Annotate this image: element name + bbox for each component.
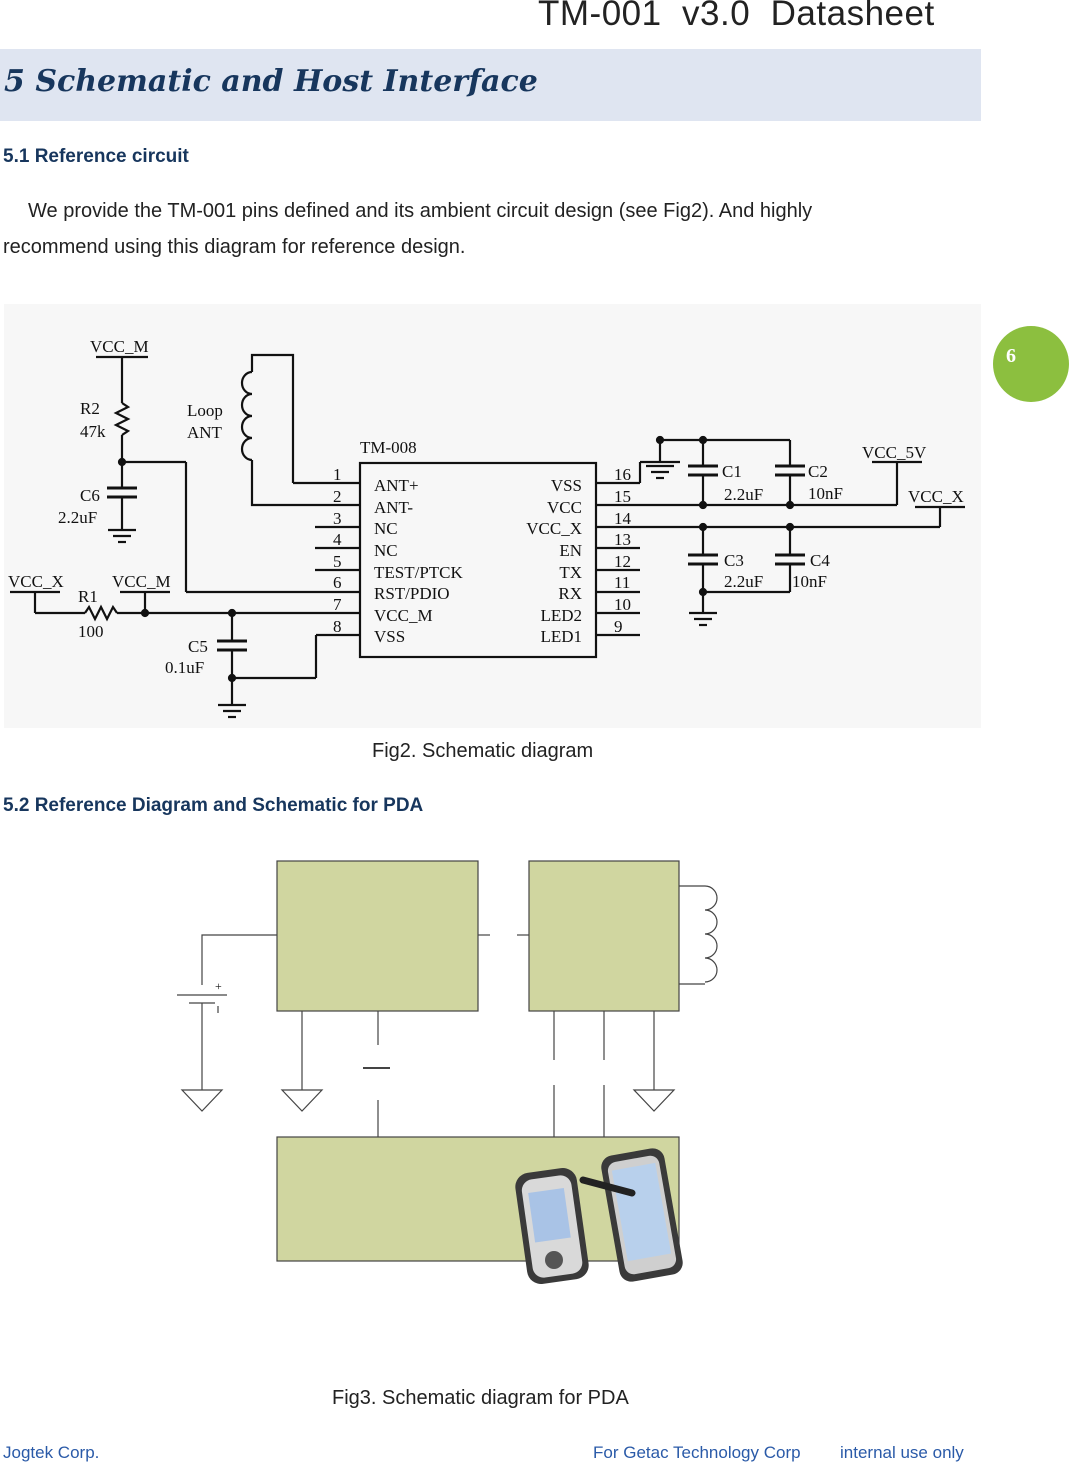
pin-name: NC — [374, 519, 398, 538]
pin-number: 15 — [614, 487, 631, 506]
footer-company: Jogtek Corp. — [3, 1443, 100, 1462]
pin-name: VSS — [374, 627, 405, 646]
pin-number: 12 — [614, 552, 631, 571]
pin-name: VSS — [551, 476, 582, 495]
stylus-icon — [579, 1176, 636, 1197]
chip-right-pins: 16 VSS 15 VCC 14 VCC_X 13 EN 12 TX 11 RX… — [526, 465, 631, 646]
pin-number: 3 — [333, 509, 342, 528]
pin-name: ANT- — [374, 498, 413, 517]
label-c1-value: 2.2uF — [724, 485, 763, 504]
pin-number: 16 — [614, 465, 631, 484]
pin-name: ANT+ — [374, 476, 419, 495]
label-vcc-m-left: VCC_M — [112, 572, 171, 591]
pin-number: 9 — [614, 617, 623, 636]
label-c6-value: 2.2uF — [58, 508, 97, 527]
pin-name: VCC_M — [374, 606, 433, 625]
pin-name: TEST/PTCK — [374, 563, 464, 582]
pin-number: 14 — [614, 509, 632, 528]
label-c5: C5 — [188, 637, 208, 656]
pda-device-icon — [515, 1168, 589, 1284]
pin-name: NC — [374, 541, 398, 560]
label-vcc-x-left: VCC_X — [8, 572, 64, 591]
pin-number: 7 — [333, 595, 342, 614]
pin-number: 5 — [333, 552, 342, 571]
block-left — [276, 860, 479, 1012]
pin-number: 1 — [333, 465, 342, 484]
figure-caption: Fig2. Schematic diagram — [372, 740, 594, 762]
label-c2: C2 — [808, 462, 828, 481]
label-c2-value: 10nF — [808, 484, 843, 503]
label-r1: R1 — [78, 587, 98, 606]
pin-number: 2 — [333, 487, 342, 506]
label-r1-value: 100 — [78, 622, 104, 641]
subsection-title-pda: 5.2 Reference Diagram and Schematic for … — [3, 795, 424, 816]
pin-number: 10 — [614, 595, 631, 614]
pin-number: 4 — [333, 530, 342, 549]
label-c5-value: 0.1uF — [165, 658, 204, 677]
label-c1: C1 — [722, 462, 742, 481]
pda-block-diagram: + — [177, 860, 718, 1284]
pda-device-icon — [601, 1148, 683, 1282]
footer-confidentiality: internal use only — [840, 1443, 964, 1462]
paragraph-line: We provide the TM-001 pins defined and i… — [28, 200, 813, 222]
chip-left-pins: 1 ANT+ 2 ANT- 3 NC 4 NC 5 TEST/PTCK 6 RS… — [333, 465, 464, 646]
label-r2: R2 — [80, 399, 100, 418]
block-right — [528, 860, 680, 1012]
label-c6: C6 — [80, 486, 100, 505]
section-heading: 5 Schematic and Host Interface — [4, 64, 538, 99]
page-number: 6 — [1006, 345, 1016, 367]
label-c4: C4 — [810, 551, 830, 570]
pin-number: 6 — [333, 573, 342, 592]
section-heading-band — [0, 49, 981, 121]
pin-number: 13 — [614, 530, 631, 549]
pin-name: TX — [559, 563, 582, 582]
label-c3-value: 2.2uF — [724, 572, 763, 591]
pin-name: VCC_X — [526, 519, 582, 538]
label-vcc-m-top: VCC_M — [90, 337, 149, 356]
pin-name: EN — [559, 541, 582, 560]
document-title: TM-001 v3.0 Datasheet — [538, 0, 935, 33]
subsection-title-reference-circuit: 5.1 Reference circuit — [3, 146, 189, 167]
footer-customer: For Getac Technology Corp — [593, 1443, 801, 1462]
page-number-badge — [993, 326, 1069, 402]
pin-name: LED2 — [540, 606, 582, 625]
pin-name: VCC — [547, 498, 582, 517]
pin-name: RST/PDIO — [374, 584, 450, 603]
label-ant: ANT — [187, 423, 223, 442]
battery-plus-label: + — [215, 979, 222, 993]
label-vcc-x-right: VCC_X — [908, 487, 964, 506]
label-vcc-5v: VCC_5V — [862, 443, 927, 462]
label-c3: C3 — [724, 551, 744, 570]
label-r2-value: 47k — [80, 422, 106, 441]
pin-name: LED1 — [540, 627, 582, 646]
chip-name: TM-008 — [360, 438, 417, 457]
figure-caption: Fig3. Schematic diagram for PDA — [332, 1387, 629, 1409]
schematic-diagram: VCC_M R2 47k Loop ANT C6 2.2uF VCC_X VCC… — [8, 337, 965, 719]
label-c4-value: 10nF — [792, 572, 827, 591]
pin-name: RX — [558, 584, 582, 603]
pin-number: 8 — [333, 617, 342, 636]
label-loop: Loop — [187, 401, 223, 420]
pin-number: 11 — [614, 573, 630, 592]
paragraph-line: recommend using this diagram for referen… — [3, 236, 466, 258]
